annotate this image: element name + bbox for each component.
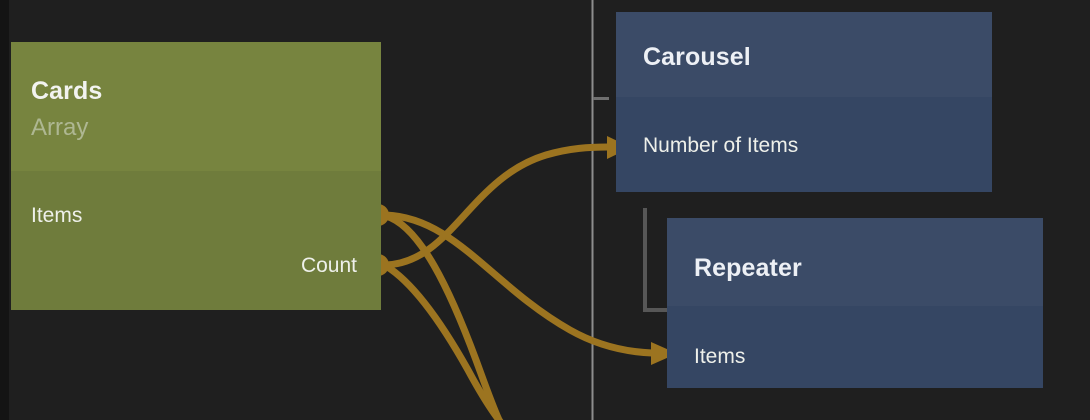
node-carousel-body[interactable]: Number of Items — [616, 97, 992, 192]
wire-items-to-repeater[interactable] — [382, 211, 677, 365]
left-gutter — [0, 0, 9, 420]
output-port-items-label[interactable]: Items — [31, 204, 83, 227]
input-port-number-of-items-label[interactable]: Number of Items — [643, 134, 799, 157]
output-port-count-label[interactable]: Count — [300, 254, 357, 277]
wire-items-offscreen[interactable] — [382, 212, 503, 420]
node-repeater-body[interactable]: Items — [667, 306, 1043, 388]
wire-count-offscreen[interactable] — [382, 262, 504, 420]
node-cards-title: Cards — [31, 77, 103, 105]
node-cards-subtitle: Array — [31, 114, 89, 141]
wire-count-to-carousel[interactable] — [382, 136, 631, 269]
node-cards[interactable]: Cards Array Items Count — [11, 42, 381, 310]
input-port-items-label[interactable]: Items — [694, 345, 746, 368]
node-cards-header[interactable]: Cards Array — [11, 42, 381, 171]
node-cards-body[interactable]: Items Count — [11, 171, 381, 310]
node-repeater[interactable]: Repeater Items — [667, 218, 1043, 388]
node-carousel-title: Carousel — [643, 43, 751, 71]
node-repeater-title: Repeater — [694, 254, 802, 282]
node-carousel-header[interactable]: Carousel — [616, 12, 992, 97]
node-repeater-header[interactable]: Repeater — [667, 218, 1043, 306]
node-carousel[interactable]: Carousel Number of Items — [616, 12, 992, 192]
